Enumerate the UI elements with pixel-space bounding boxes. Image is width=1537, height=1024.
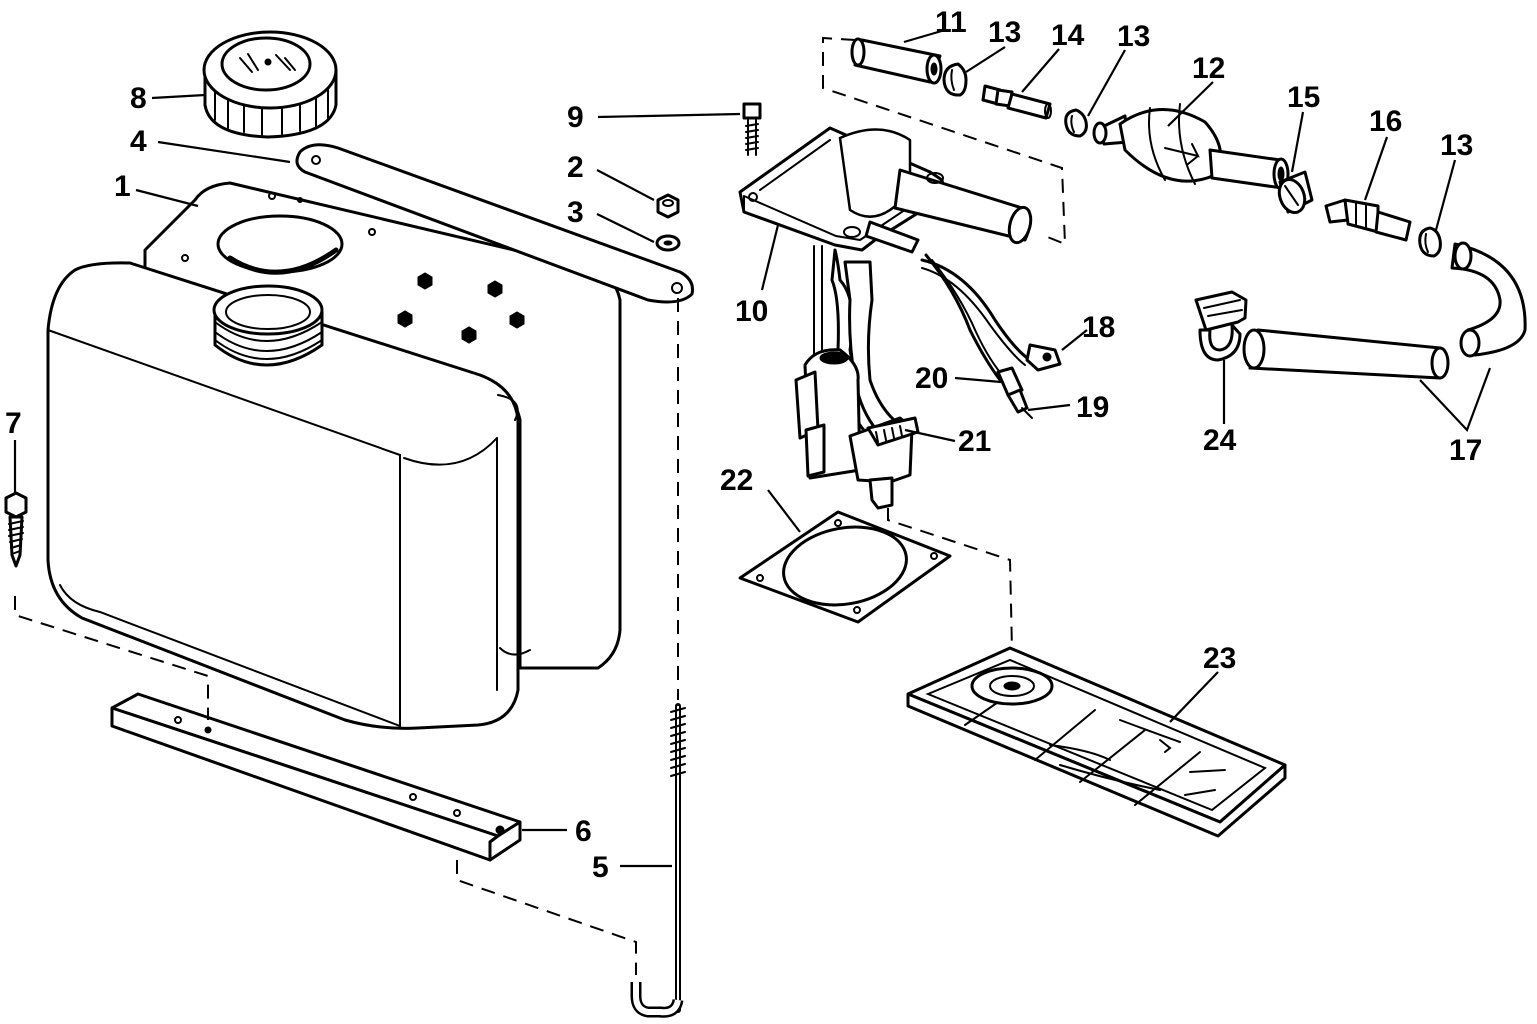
callout-24: 24	[1203, 424, 1237, 457]
fitting-14	[981, 84, 1052, 120]
callout-11: 11	[935, 6, 967, 39]
callout-13-b: 13	[1117, 20, 1150, 53]
callout-17: 17	[1449, 434, 1482, 467]
callout-22: 22	[720, 464, 753, 497]
callout-2: 2	[567, 151, 584, 184]
oil-tank	[46, 181, 622, 730]
pickup-assembly	[738, 126, 1033, 510]
callout-3: 3	[567, 196, 584, 229]
callout-8: 8	[130, 82, 147, 115]
callout-15: 15	[1287, 81, 1320, 114]
filler-cap	[202, 30, 338, 139]
callout-13-a: 13	[988, 16, 1021, 49]
fuel-hoses	[1242, 241, 1527, 380]
tank-cover-plate	[906, 646, 1287, 838]
callout-23: 23	[1203, 642, 1236, 675]
screw-9	[742, 102, 762, 156]
callout-16: 16	[1369, 105, 1402, 138]
clamp-13-b	[1064, 108, 1088, 138]
callout-13-c: 13	[1440, 129, 1473, 162]
primer-bulb	[1092, 103, 1290, 191]
callout-19: 19	[1076, 391, 1109, 424]
callout-5: 5	[592, 851, 609, 884]
hold-down-strap	[295, 143, 694, 304]
callout-4: 4	[130, 125, 147, 158]
j-bolt	[630, 703, 686, 1018]
callout-21: 21	[958, 425, 991, 458]
connector-16	[1324, 198, 1412, 242]
clamp-13-c	[1418, 226, 1442, 258]
clamp-13-a	[942, 62, 968, 97]
hose-clamp-24	[1194, 290, 1248, 362]
callout-7: 7	[5, 407, 22, 440]
washer-3	[655, 234, 681, 252]
nut-2	[656, 193, 680, 219]
callout-labels: 1 2 3 4 5 6 7 8 9 10 11 12 13 13 13 14 1…	[5, 6, 1482, 884]
leader-lines	[13, 28, 1492, 868]
nut-15	[1277, 170, 1314, 214]
assembly-centerlines	[14, 36, 1067, 975]
callout-20: 20	[915, 362, 948, 395]
callout-18: 18	[1082, 311, 1115, 344]
callout-12: 12	[1192, 52, 1225, 85]
wire-harness	[920, 253, 1062, 419]
lag-screw-7	[4, 491, 28, 568]
callout-14: 14	[1051, 19, 1085, 52]
mounting-bracket	[110, 692, 522, 862]
callout-9: 9	[567, 101, 584, 134]
hose-11	[850, 37, 943, 85]
callout-1: 1	[114, 170, 131, 203]
gasket	[738, 510, 952, 624]
callout-10: 10	[735, 295, 768, 328]
callout-6: 6	[575, 815, 592, 848]
